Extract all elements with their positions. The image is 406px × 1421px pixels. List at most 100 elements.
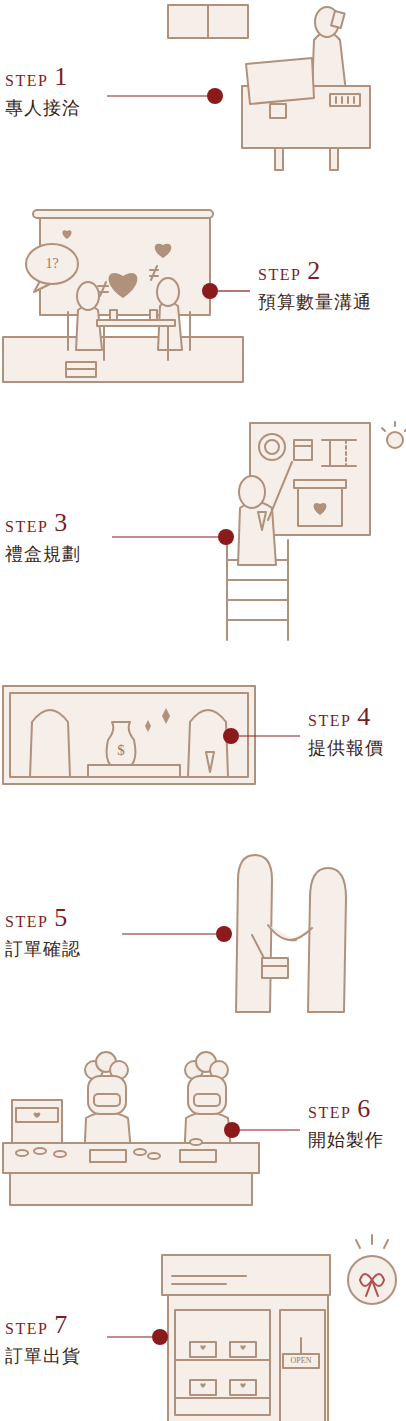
step-title: 訂單確認: [5, 939, 81, 959]
illustration-text: 1?: [45, 257, 58, 271]
leader-lines-part: [240, 1129, 300, 1130]
meeting-scene-part: [151, 266, 157, 280]
shop-scene-part: [230, 1380, 256, 1395]
step-title: 專人接洽: [5, 98, 81, 118]
step-number: 1: [54, 64, 67, 90]
step-word: STEP: [5, 519, 48, 535]
shop-scene-part: [356, 1240, 360, 1248]
step-title: 預算數量溝通: [258, 292, 372, 312]
shop-scene-part: [172, 1283, 226, 1285]
shop-scene-part: [240, 1383, 245, 1388]
handshake-scene: [236, 855, 346, 1012]
meeting-scene-part: [103, 326, 105, 360]
step-number: 5: [54, 905, 67, 931]
leader-lines-part: [107, 1336, 152, 1337]
step-title: 禮盒規劃: [5, 544, 81, 564]
kitchen-scene-part: [180, 1150, 216, 1162]
kitchen-scene-part: [134, 1149, 146, 1155]
reception-scene-part: [331, 11, 345, 28]
illustration-text: OPEN: [291, 1357, 312, 1365]
handshake-scene-part: [262, 965, 288, 967]
kitchen-scene-part: [12, 1100, 62, 1145]
quotation-scene-part: [3, 686, 255, 784]
quotation-scene-part: [188, 710, 228, 777]
planning-scene-part: [394, 422, 396, 426]
reception-scene-part: [341, 97, 343, 103]
illustration-text: $: [117, 743, 125, 758]
planning-scene: [227, 422, 406, 640]
handshake-scene-part: [252, 935, 264, 958]
planning-scene-part: [329, 440, 331, 466]
meeting-scene-part: [62, 230, 71, 239]
leader-dots-part: [224, 1122, 240, 1138]
shop-scene-part: [240, 1345, 245, 1350]
leader-lines-part: [122, 933, 216, 934]
reception-scene-part: [353, 97, 355, 103]
quotation-scene-part: [30, 710, 70, 777]
handshake-scene-part: [290, 928, 312, 940]
meeting-scene-part: [33, 210, 213, 218]
reception-scene-part: [330, 94, 360, 106]
planning-scene-part: [294, 440, 312, 460]
handshake-scene-part: [236, 855, 272, 1012]
planning-scene-part: [405, 428, 406, 431]
kitchen-scene-part: [194, 1094, 220, 1106]
meeting-scene-part: [157, 278, 179, 306]
shop-scene-part: [372, 1280, 378, 1296]
shop-scene-part: [300, 1338, 302, 1354]
planning-scene-part: [238, 502, 276, 565]
shop-scene-part: [190, 1380, 216, 1395]
planning-scene-part: [227, 599, 288, 601]
planning-scene-part: [258, 512, 266, 530]
planning-scene-part: [314, 503, 327, 515]
step-number: 3: [54, 510, 67, 536]
reception-scene-part: [270, 104, 286, 118]
planning-scene-part: [268, 462, 292, 520]
meeting-scene-part: [109, 273, 138, 298]
leader-dots-part: [207, 88, 223, 104]
leader-dots: [152, 88, 240, 1345]
planning-scene-part: [227, 619, 288, 621]
planning-scene-part: [227, 579, 288, 581]
planning-scene-part: [287, 540, 289, 640]
reception-scene-part: [246, 58, 314, 104]
planning-scene-part: [345, 440, 347, 466]
shop-scene-part: [200, 1383, 205, 1388]
planning-scene-part: [250, 423, 370, 535]
leader-dots-part: [202, 283, 218, 299]
meeting-scene-part: [150, 310, 157, 320]
planning-scene-part: [294, 480, 346, 488]
planning-scene-part: [265, 440, 279, 454]
meeting-scene-part: [77, 282, 99, 310]
reception-scene-part: [335, 97, 337, 103]
shop-scene-part: [172, 1275, 246, 1277]
shop-scene-part: [168, 1295, 328, 1421]
step-title: 提供報價: [308, 738, 384, 758]
shop-scene-part: [283, 1354, 319, 1368]
step-word: STEP: [5, 1321, 48, 1337]
planning-scene-part: [382, 428, 385, 431]
kitchen-scene-part: [34, 1148, 46, 1154]
meeting-scene-part: [66, 362, 96, 377]
leader-dots-part: [216, 926, 232, 942]
planning-scene-part: [259, 434, 285, 460]
step-number: 4: [357, 704, 370, 730]
kitchen-scene-part: [190, 1139, 202, 1145]
step-title: 開始製作: [308, 1130, 384, 1150]
meeting-scene-part: [76, 306, 102, 350]
meeting-scene-part: [189, 312, 191, 350]
step-word: STEP: [308, 1105, 351, 1121]
handshake-scene-part: [268, 925, 296, 940]
planning-scene-part: [226, 540, 228, 640]
handshake-scene-part: [262, 958, 288, 978]
step-number: 2: [307, 258, 320, 284]
kitchen-scene-part: [84, 1112, 132, 1162]
kitchen-scene-part: [10, 1173, 252, 1205]
step-number: 7: [54, 1312, 67, 1338]
reception-scene-part: [275, 148, 283, 170]
kitchen-scene-part: [88, 1076, 126, 1114]
shop-scene-part: [190, 1342, 216, 1357]
step-word: STEP: [5, 73, 48, 89]
leader-lines-part: [112, 536, 218, 537]
